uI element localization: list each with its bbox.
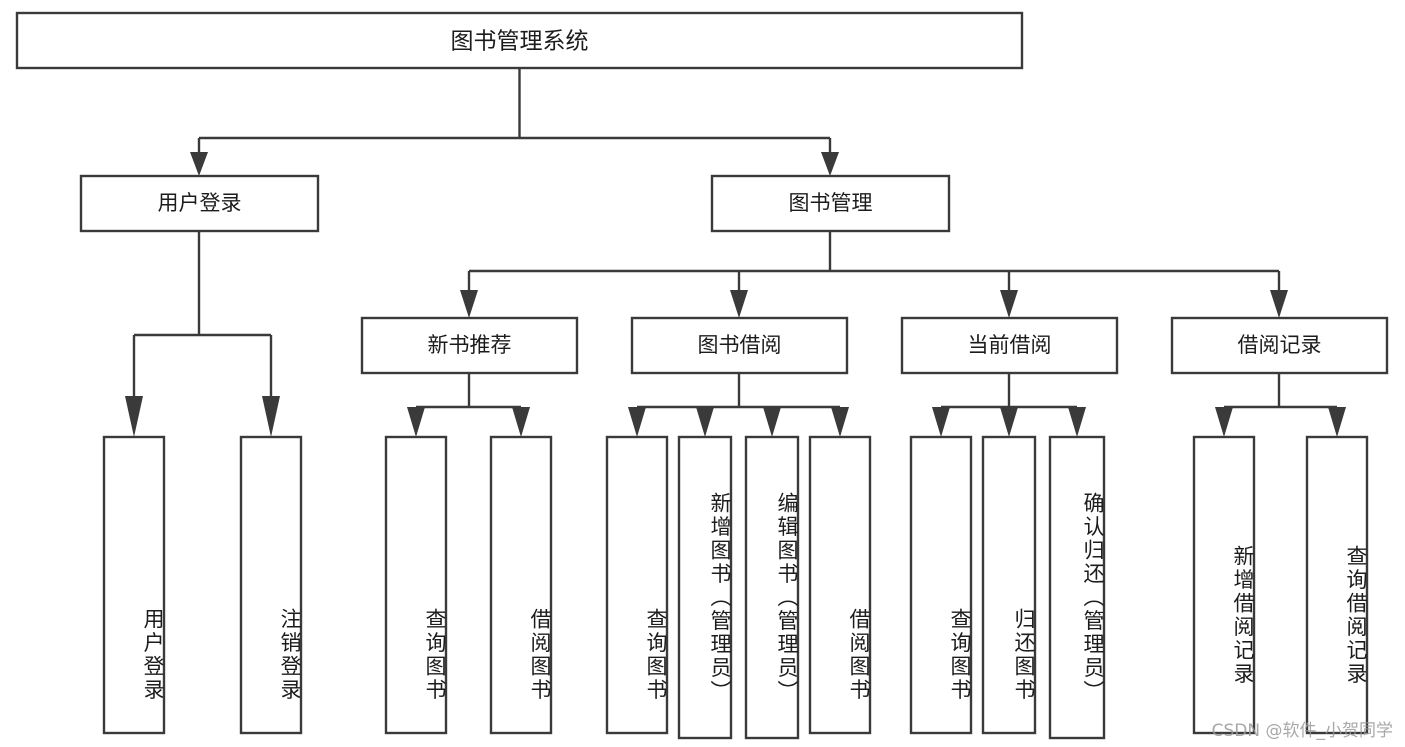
arrow-leaf-records-1 — [1215, 407, 1233, 437]
node-leaf-query-book-current[interactable] — [909, 435, 973, 735]
node-book-management-label: 图书管理 — [789, 191, 873, 215]
node-leaf-user-login[interactable] — [102, 435, 166, 735]
arrow-leaf-records-2 — [1328, 407, 1346, 437]
node-current-borrow[interactable] — [900, 316, 1119, 375]
arrow-leaf-borrow-3 — [763, 407, 781, 437]
connector-layer — [125, 68, 1346, 437]
node-leaf-borrow-book-new[interactable] — [489, 435, 553, 735]
node-leaf-query-borrow-record[interactable] — [1305, 435, 1369, 735]
node-book-management[interactable] — [710, 174, 951, 233]
arrow-leaf-newbook-2 — [512, 407, 530, 437]
node-layer: 图书管理系统 用户登录 图书管理 新书推荐 图书借阅 当前借阅 借阅记录 — [15, 11, 1389, 740]
arrow-leaf-borrow-4 — [831, 407, 849, 437]
node-new-book-recommend-label: 新书推荐 — [428, 333, 512, 357]
node-leaf-query-book-borrow[interactable] — [605, 435, 669, 735]
arrow-l3-records — [1270, 290, 1288, 318]
node-leaf-return-book[interactable] — [981, 435, 1037, 735]
node-book-borrow-label: 图书借阅 — [698, 333, 782, 357]
arrow-l3-new-book — [460, 290, 478, 318]
arrow-leaf-newbook-1 — [407, 407, 425, 437]
node-new-book-recommend[interactable] — [360, 316, 579, 375]
node-leaf-add-borrow-record[interactable] — [1192, 435, 1256, 735]
arrow-leaf-current-1 — [932, 407, 950, 437]
arrow-book-manage — [821, 152, 839, 176]
node-leaf-logout[interactable] — [239, 435, 303, 735]
node-leaf-edit-book-admin[interactable] — [744, 435, 800, 740]
arrow-leaf-current-3 — [1068, 407, 1086, 437]
node-current-borrow-label: 当前借阅 — [968, 333, 1052, 357]
node-book-borrow[interactable] — [630, 316, 849, 375]
arrow-leaf-borrow-2 — [696, 407, 714, 437]
arrow-leaf-current-2 — [1000, 407, 1018, 437]
node-root-label: 图书管理系统 — [451, 29, 589, 55]
node-user-login[interactable] — [79, 174, 320, 233]
node-root[interactable] — [15, 11, 1024, 70]
node-leaf-confirm-return-admin[interactable] — [1048, 435, 1106, 740]
node-leaf-borrow-book[interactable] — [808, 435, 872, 735]
arrow-l3-current — [1000, 290, 1018, 318]
node-leaf-add-book-admin[interactable] — [677, 435, 733, 740]
node-leaf-query-book-new[interactable] — [384, 435, 448, 735]
node-user-login-label: 用户登录 — [158, 191, 242, 215]
arrow-leaf-user-2 — [262, 396, 280, 437]
arrow-l3-borrow — [730, 290, 748, 318]
node-borrow-records[interactable] — [1170, 316, 1389, 375]
arrow-leaf-user-1 — [125, 396, 143, 437]
arrow-leaf-borrow-1 — [628, 407, 646, 437]
arrow-user-login — [190, 152, 208, 176]
node-borrow-records-label: 借阅记录 — [1238, 333, 1322, 357]
watermark: CSDN @软件_小贺同学 — [1211, 721, 1393, 741]
